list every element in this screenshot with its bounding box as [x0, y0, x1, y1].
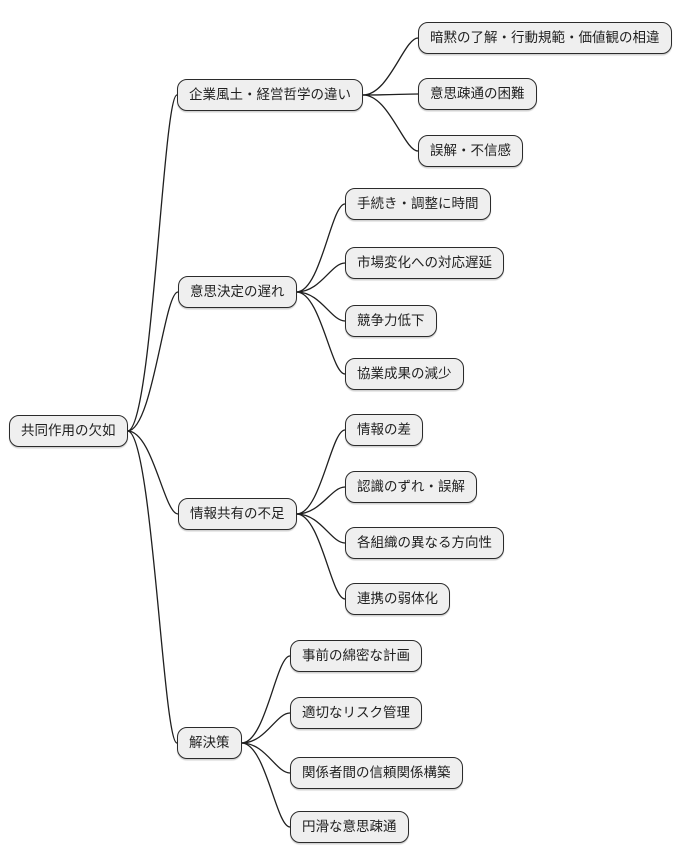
edge-b3-b3c4: [295, 513, 346, 600]
edge-root-b1: [126, 94, 178, 432]
edge-b2-b2c3: [295, 291, 346, 322]
mindmap-node-b1c3: 誤解・不信感: [418, 135, 523, 167]
mindmap-node-b2: 意思決定の遅れ: [178, 276, 297, 308]
edge-b4-b4c2: [240, 712, 291, 744]
mindmap-node-b3c4: 連携の弱体化: [345, 583, 450, 615]
edge-root-b3: [126, 430, 179, 515]
mindmap-node-b4: 解決策: [177, 727, 242, 759]
edge-b3-b3c3: [295, 513, 346, 544]
mindmap-node-b4c1: 事前の綿密な計画: [290, 640, 422, 672]
mindmap-node-b2c4: 協業成果の減少: [345, 358, 464, 390]
edge-b1-b1c2: [362, 93, 419, 96]
edge-b3-b3c1: [295, 429, 346, 515]
mindmap-node-b3c3: 各組織の異なる方向性: [345, 527, 504, 559]
edge-b2-b2c4: [295, 291, 346, 375]
edge-b2-b2c2: [295, 262, 346, 293]
edge-b1-b1c1: [362, 37, 419, 96]
mindmap-node-b4c4: 円滑な意思疎通: [290, 811, 409, 843]
mindmap-node-b4c3: 関係者間の信頼関係構築: [290, 757, 463, 789]
edge-root-b4: [126, 430, 178, 744]
mindmap-node-b1c1: 暗黙の了解・行動規範・価値観の相違: [418, 22, 672, 54]
edge-root-b2: [126, 291, 179, 432]
mindmap-node-b2c1: 手続き・調整に時間: [345, 188, 491, 220]
mindmap-node-b3c2: 認識のずれ・誤解: [345, 471, 477, 503]
edge-b3-b3c2: [295, 486, 346, 515]
edge-b4-b4c4: [240, 742, 291, 828]
mindmap-node-b3: 情報共有の不足: [178, 498, 297, 530]
mindmap-node-b1c2: 意思疎通の困難: [418, 78, 537, 110]
edge-b4-b4c3: [240, 742, 291, 774]
mindmap-node-b3c1: 情報の差: [345, 414, 423, 446]
mindmap-node-b4c2: 適切なリスク管理: [290, 697, 422, 729]
mindmap-node-root: 共同作用の欠如: [9, 415, 128, 447]
edge-b1-b1c3: [362, 94, 419, 152]
edge-b2-b2c1: [295, 203, 346, 293]
edge-b4-b4c1: [240, 655, 291, 744]
mindmap-node-b2c3: 競争力低下: [345, 305, 437, 337]
mindmap-node-b2c2: 市場変化への対応遅延: [345, 247, 504, 279]
mindmap-node-b1: 企業風土・経営哲学の違い: [177, 79, 363, 111]
